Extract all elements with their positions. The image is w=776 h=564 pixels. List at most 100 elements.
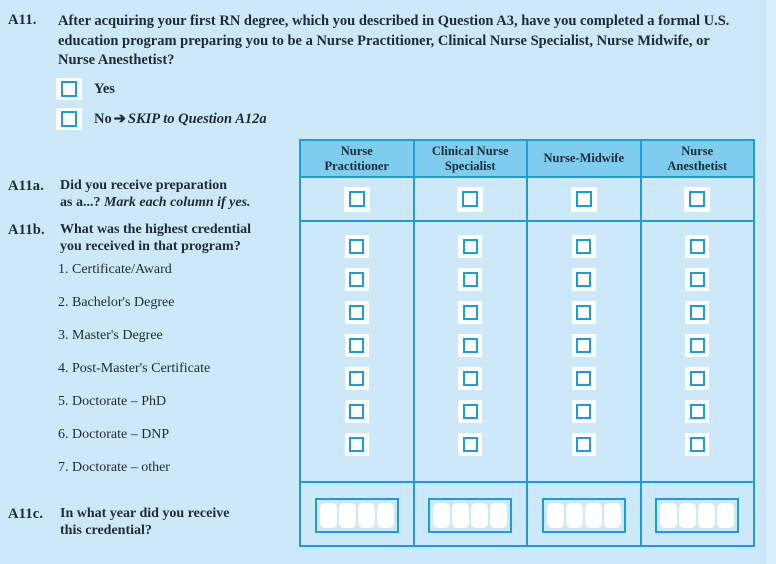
credential-column-clinical-nurse-specialist bbox=[415, 222, 528, 481]
checkbox-yes[interactable] bbox=[56, 78, 82, 100]
cell-a11a-np[interactable] bbox=[301, 178, 415, 220]
checkbox-square-icon bbox=[348, 191, 365, 207]
checkbox-a11b-np-1[interactable] bbox=[344, 235, 369, 258]
checkbox-a11a-clinical-nurse-specialist[interactable] bbox=[457, 186, 484, 212]
cell-a11c-anesthetist[interactable] bbox=[642, 483, 754, 547]
year-digit-3[interactable] bbox=[584, 502, 602, 528]
cell-a11c-np[interactable] bbox=[301, 483, 415, 547]
checkbox-a11b-cns-3[interactable] bbox=[458, 301, 483, 324]
question-number: A11. bbox=[8, 12, 37, 28]
option-no[interactable]: No➔SKIP to Question A12a bbox=[56, 108, 267, 130]
year-digit-2[interactable] bbox=[452, 502, 470, 528]
checkbox-square-icon bbox=[689, 437, 705, 452]
col4-line1: Nurse bbox=[681, 144, 714, 158]
skip-arrow-icon: ➔ bbox=[113, 110, 126, 127]
year-digit-3[interactable] bbox=[698, 502, 716, 528]
year-digit-4[interactable] bbox=[490, 502, 508, 528]
checkbox-a11b-cns-5[interactable] bbox=[458, 367, 483, 390]
checkbox-a11b-anesthetist-1[interactable] bbox=[685, 235, 710, 258]
year-digit-4[interactable] bbox=[717, 502, 735, 528]
credential-label-5: 5. Doctorate – PhD bbox=[58, 394, 167, 409]
checkbox-a11b-anesthetist-4[interactable] bbox=[685, 334, 710, 357]
checkbox-a11a-nurse-anesthetist[interactable] bbox=[684, 186, 711, 212]
checkbox-a11b-cns-4[interactable] bbox=[458, 334, 483, 357]
checkbox-a11b-anesthetist-6[interactable] bbox=[685, 400, 710, 423]
checkbox-a11b-midwife-3[interactable] bbox=[571, 301, 596, 324]
checkbox-a11b-midwife-7[interactable] bbox=[571, 433, 596, 456]
checkbox-a11b-midwife-5[interactable] bbox=[571, 367, 596, 390]
checkbox-square-icon bbox=[576, 338, 592, 353]
option-no-label: No➔SKIP to Question A12a bbox=[94, 111, 267, 128]
grid-row-a11a bbox=[301, 178, 753, 222]
checkbox-square-icon bbox=[689, 239, 705, 254]
checkbox-square-icon bbox=[689, 305, 705, 320]
checkbox-a11b-np-4[interactable] bbox=[344, 334, 369, 357]
checkbox-square-icon bbox=[689, 272, 705, 287]
subquestion-a11c-text: In what year did you receive this creden… bbox=[60, 506, 229, 539]
grid-row-a11b bbox=[301, 222, 753, 483]
checkbox-a11b-midwife-2[interactable] bbox=[571, 268, 596, 291]
checkbox-a11b-cns-6[interactable] bbox=[458, 400, 483, 423]
year-digit-4[interactable] bbox=[603, 502, 621, 528]
checkbox-a11b-midwife-1[interactable] bbox=[571, 235, 596, 258]
option-yes[interactable]: Yes bbox=[56, 78, 115, 100]
year-digit-1[interactable] bbox=[319, 502, 337, 528]
col2-line2: Specialist bbox=[444, 158, 496, 173]
cell-a11a-anesthetist[interactable] bbox=[642, 178, 754, 220]
checkbox-a11b-cns-7[interactable] bbox=[458, 433, 483, 456]
checkbox-square-icon bbox=[689, 191, 706, 207]
checkbox-a11b-np-6[interactable] bbox=[344, 400, 369, 423]
year-digit-3[interactable] bbox=[357, 502, 375, 528]
checkbox-square-icon bbox=[462, 437, 478, 452]
checkbox-a11b-np-2[interactable] bbox=[344, 268, 369, 291]
subquestion-a11b-text: What was the highest credential you rece… bbox=[60, 222, 251, 255]
year-digit-3[interactable] bbox=[471, 502, 489, 528]
year-digit-2[interactable] bbox=[338, 502, 356, 528]
checkbox-a11b-np-3[interactable] bbox=[344, 301, 369, 324]
year-digit-2[interactable] bbox=[565, 502, 583, 528]
checkbox-a11b-anesthetist-3[interactable] bbox=[685, 301, 710, 324]
credential-column-nurse-practitioner bbox=[301, 222, 415, 481]
year-digit-2[interactable] bbox=[679, 502, 697, 528]
checkbox-a11b-cns-2[interactable] bbox=[458, 268, 483, 291]
credential-label-1: 1. Certificate/Award bbox=[58, 262, 172, 277]
checkbox-a11b-cns-1[interactable] bbox=[458, 235, 483, 258]
checkbox-a11b-np-5[interactable] bbox=[344, 367, 369, 390]
col3-line1: Nurse-Midwife bbox=[543, 151, 625, 166]
year-digit-1[interactable] bbox=[660, 502, 678, 528]
subquestion-a11a-line2: as a...? Mark each column if yes. bbox=[60, 195, 251, 212]
cell-a11a-midwife[interactable] bbox=[528, 178, 642, 220]
checkbox-a11a-nurse-midwife[interactable] bbox=[570, 186, 597, 212]
year-input-nurse-practitioner[interactable] bbox=[314, 497, 399, 533]
year-digit-1[interactable] bbox=[546, 502, 564, 528]
year-input-clinical-nurse-specialist[interactable] bbox=[428, 497, 513, 533]
year-digit-4[interactable] bbox=[376, 502, 394, 528]
subquestion-a11c-line2: this credential? bbox=[60, 522, 152, 538]
checkbox-a11b-anesthetist-7[interactable] bbox=[685, 433, 710, 456]
checkbox-a11b-midwife-6[interactable] bbox=[571, 400, 596, 423]
checkbox-a11b-np-7[interactable] bbox=[344, 433, 369, 456]
checkbox-square-icon bbox=[349, 239, 365, 254]
checkbox-a11b-anesthetist-5[interactable] bbox=[685, 367, 710, 390]
checkbox-no[interactable] bbox=[56, 108, 82, 130]
cell-a11c-midwife[interactable] bbox=[528, 483, 642, 547]
year-input-nurse-anesthetist[interactable] bbox=[655, 497, 740, 533]
col1-line1: Nurse bbox=[340, 144, 373, 158]
option-yes-label: Yes bbox=[94, 80, 115, 97]
checkbox-a11a-nurse-practitioner[interactable] bbox=[343, 186, 370, 212]
credential-label-7: 7. Doctorate – other bbox=[58, 460, 170, 475]
subquestion-a11a-line1: Did you receive preparation bbox=[60, 178, 228, 193]
cell-a11a-cns[interactable] bbox=[415, 178, 528, 220]
checkbox-square-icon bbox=[462, 272, 478, 287]
year-digit-1[interactable] bbox=[433, 502, 451, 528]
checkbox-a11b-midwife-4[interactable] bbox=[571, 334, 596, 357]
checkbox-square-icon bbox=[349, 371, 365, 386]
cell-a11c-cns[interactable] bbox=[415, 483, 528, 547]
year-input-nurse-midwife[interactable] bbox=[541, 497, 626, 533]
checkbox-square-icon bbox=[61, 111, 77, 127]
subquestion-a11a-text: Did you receive preparation as a...? Mar… bbox=[60, 178, 251, 211]
checkbox-a11b-anesthetist-2[interactable] bbox=[685, 268, 710, 291]
checkbox-square-icon bbox=[462, 305, 478, 320]
